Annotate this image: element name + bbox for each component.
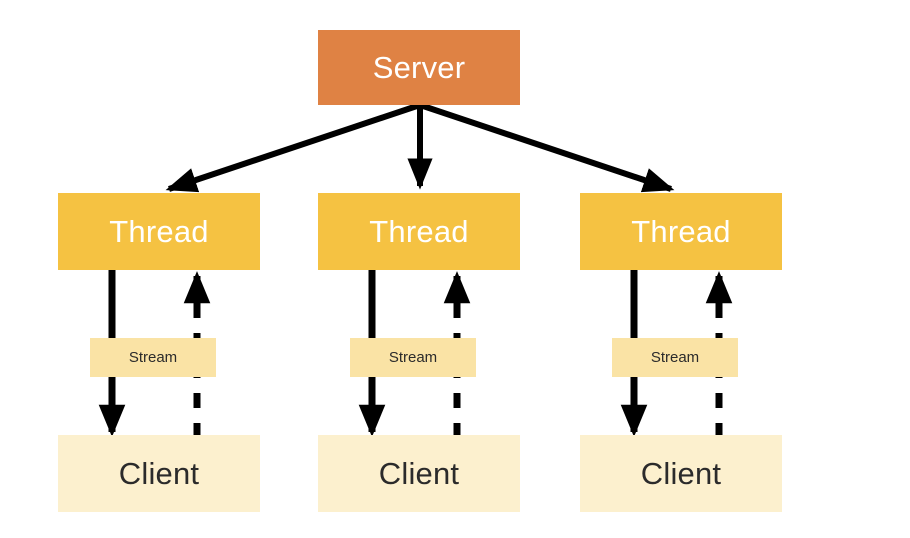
client-node-1[interactable]: Client: [58, 435, 260, 512]
client-label-3: Client: [640, 456, 722, 491]
thread-node-3[interactable]: Thread: [580, 193, 782, 270]
thread-label-3: Thread: [631, 214, 731, 249]
thread-node-1[interactable]: Thread: [58, 193, 260, 270]
server-to-thread-3-arrow: [419, 102, 675, 193]
thread-node-2[interactable]: Thread: [318, 193, 520, 270]
client-node-2[interactable]: Client: [318, 435, 520, 512]
stream-node-1[interactable]: Stream: [90, 338, 216, 377]
server-node[interactable]: Server: [318, 30, 520, 105]
stream-label-2: Stream: [388, 349, 438, 366]
stream-node-2[interactable]: Stream: [350, 338, 476, 377]
stream-label-3: Stream: [650, 349, 700, 366]
thread-label-1: Thread: [109, 214, 209, 249]
client-label-2: Client: [378, 456, 460, 491]
client-label-1: Client: [118, 456, 200, 491]
stream-label-1: Stream: [128, 349, 178, 366]
server-to-thread-1-arrow: [165, 102, 421, 193]
client-node-3[interactable]: Client: [580, 435, 782, 512]
server-label: Server: [372, 50, 466, 85]
stream-node-3[interactable]: Stream: [612, 338, 738, 377]
thread-label-2: Thread: [369, 214, 469, 249]
